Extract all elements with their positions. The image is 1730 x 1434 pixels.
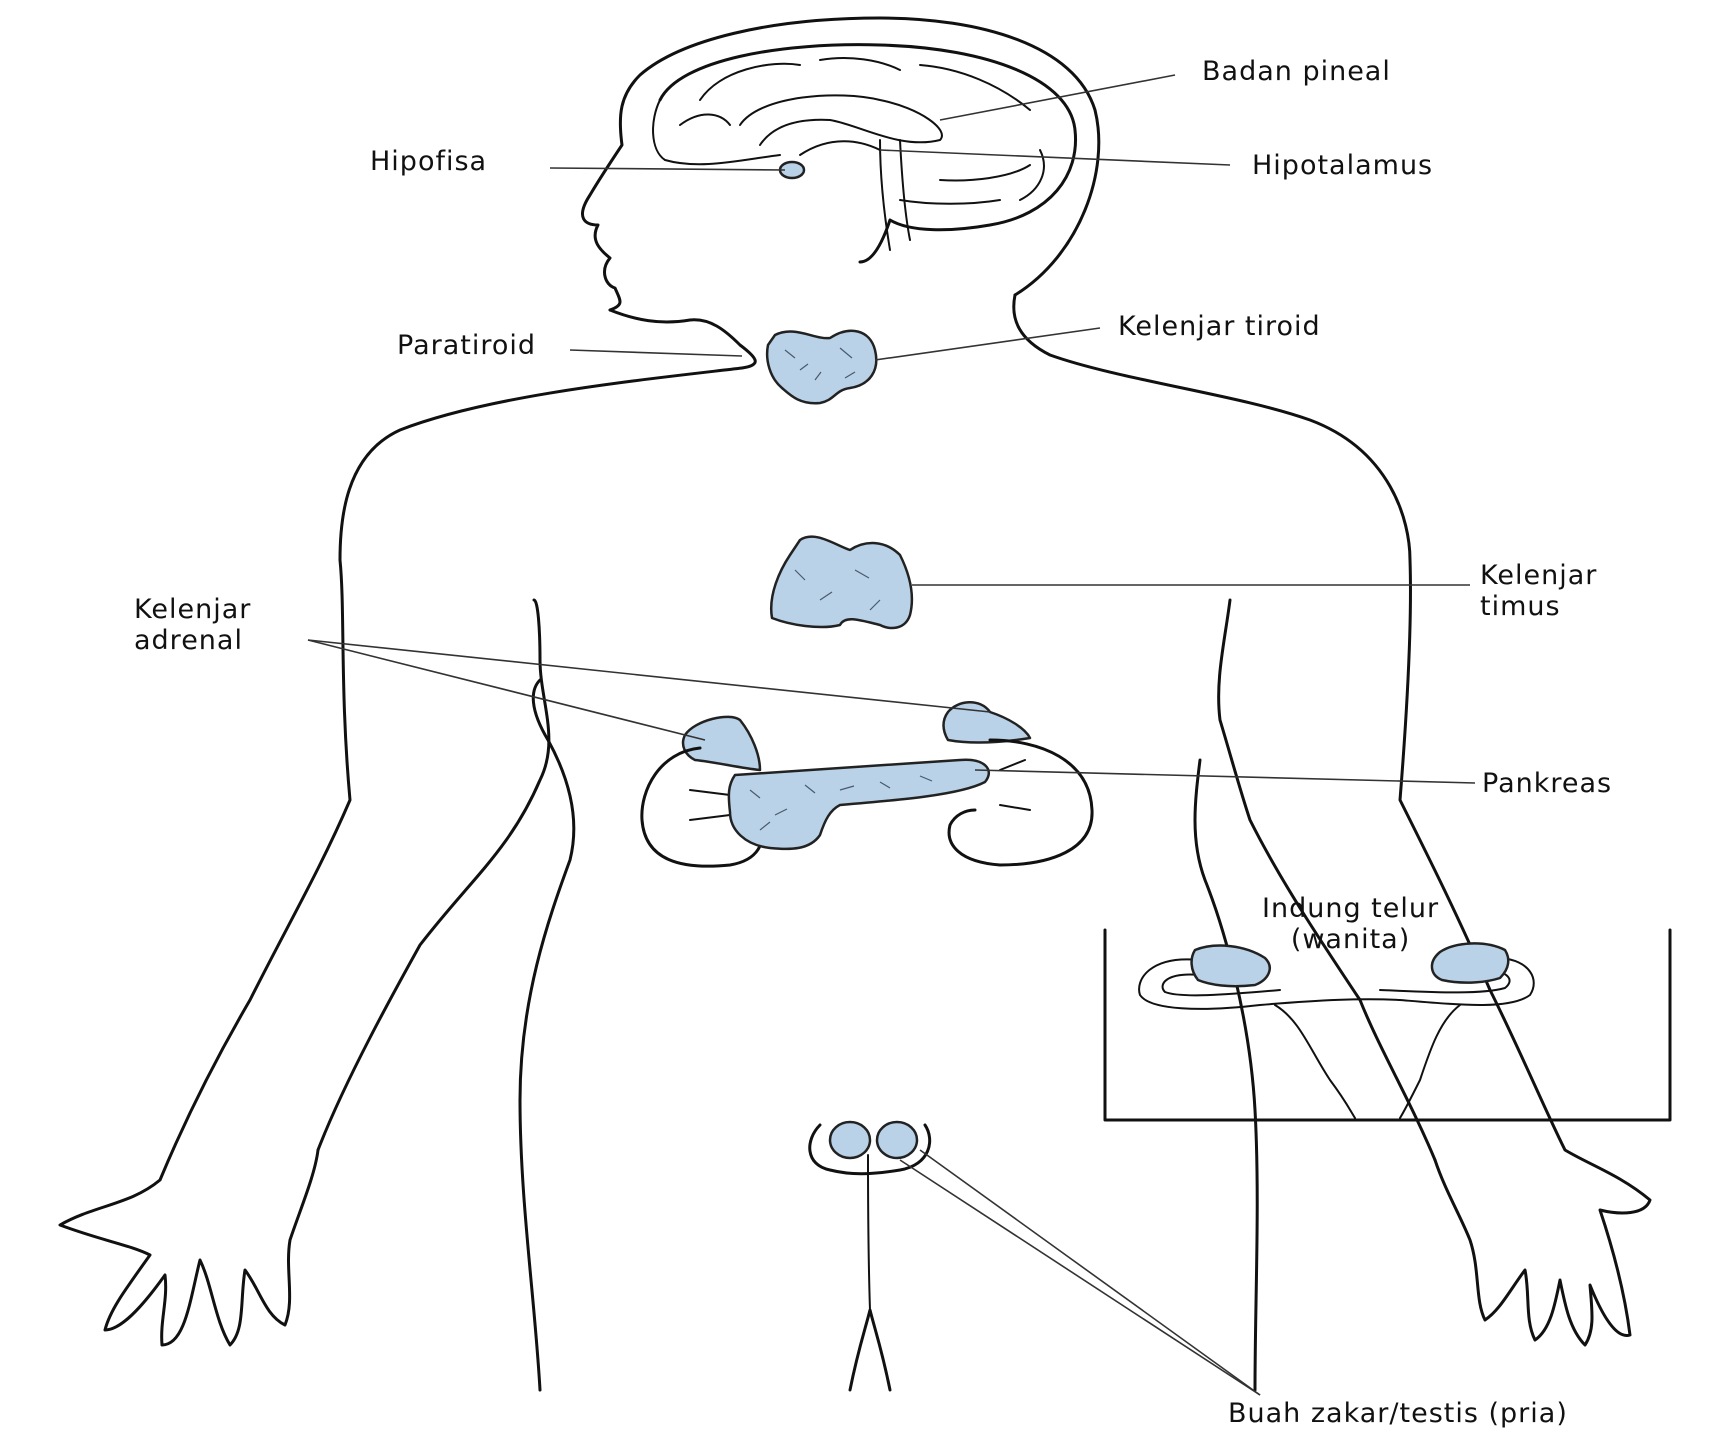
label-kelenjar-timus: Kelenjar timus bbox=[1480, 560, 1597, 622]
body-outline bbox=[60, 18, 1650, 1390]
label-kelenjar-timus-line2: timus bbox=[1480, 591, 1597, 622]
label-indung-telur-line2: (wanita) bbox=[1262, 924, 1439, 955]
testes bbox=[810, 1122, 930, 1174]
thyroid-gland bbox=[767, 331, 876, 403]
label-kelenjar-adrenal-line1: Kelenjar bbox=[134, 594, 251, 625]
hypothalamus-region bbox=[800, 141, 880, 155]
label-kelenjar-timus-line1: Kelenjar bbox=[1480, 560, 1597, 591]
label-kelenjar-tiroid: Kelenjar tiroid bbox=[1118, 311, 1321, 342]
label-hipotalamus: Hipotalamus bbox=[1252, 150, 1433, 181]
label-kelenjar-adrenal-line2: adrenal bbox=[134, 625, 251, 656]
label-indung-telur: Indung telur (wanita) bbox=[1262, 893, 1439, 955]
adrenal-glands bbox=[683, 702, 1030, 770]
thymus-gland bbox=[771, 537, 912, 628]
label-badan-pineal: Badan pineal bbox=[1202, 56, 1391, 87]
label-paratiroid: Paratiroid bbox=[397, 330, 536, 361]
brain bbox=[653, 45, 1076, 262]
label-pankreas: Pankreas bbox=[1482, 768, 1612, 799]
label-indung-telur-line1: Indung telur bbox=[1262, 893, 1439, 924]
label-hipofisa: Hipofisa bbox=[370, 146, 487, 177]
ovary-inset bbox=[1105, 930, 1670, 1120]
leader-lines bbox=[308, 75, 1475, 1395]
label-buah-zakar: Buah zakar/testis (pria) bbox=[1228, 1398, 1568, 1429]
label-kelenjar-adrenal: Kelenjar adrenal bbox=[134, 594, 251, 656]
